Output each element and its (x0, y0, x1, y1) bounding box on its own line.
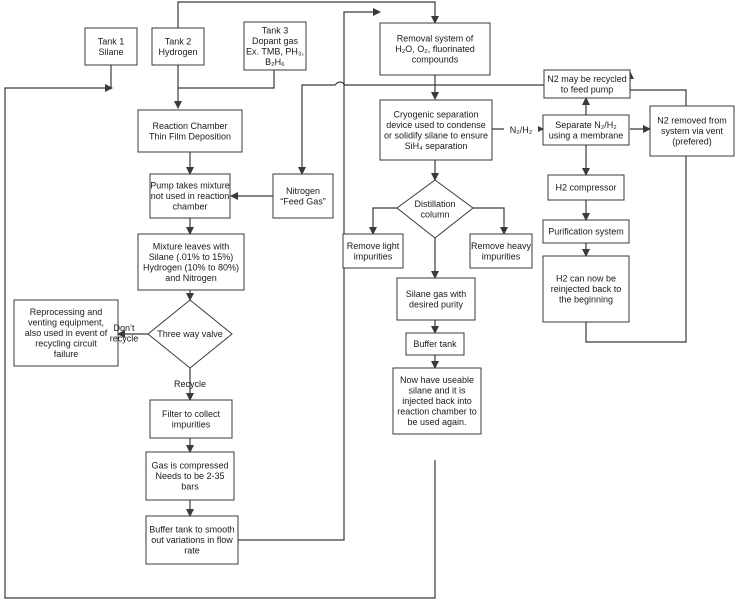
nitrogen-box (272, 173, 334, 219)
heavy-box (469, 233, 533, 269)
purif-text: Purification system (548, 227, 624, 237)
n2h2-text: N₂/H₂ (510, 125, 533, 135)
connector-n2-to-nitrogen (298, 81, 544, 175)
membrane-box (542, 114, 630, 146)
connector-top-to-removal (177, 1, 439, 28)
recycle-text: Recycle (174, 379, 206, 389)
tank3-box (243, 21, 307, 71)
connector-buffer1-removal (232, 8, 381, 541)
tank1-box (84, 27, 138, 66)
nodes (13, 21, 735, 565)
connector-tank3 (178, 70, 275, 89)
useable-box (392, 367, 482, 435)
buffer1-box (145, 515, 239, 565)
connector-return-left (4, 84, 436, 599)
connector-distill-light (369, 207, 397, 235)
h2comp-box (547, 174, 625, 201)
valve-text: Three way valve (157, 329, 223, 339)
light-box (342, 233, 404, 269)
n2recycle-box (543, 69, 631, 99)
reinject-box (542, 255, 630, 323)
distill-diamond (396, 179, 474, 239)
filter-box (149, 399, 233, 439)
h2comp-text: H2 compressor (555, 183, 616, 193)
purif-box (542, 219, 630, 244)
vent-box (649, 105, 735, 157)
buffer2-box (405, 332, 465, 356)
nitrogen-text: Nitrogen“Feed Gas” (280, 186, 326, 207)
reprocess-box (13, 299, 119, 367)
silane-pure-box (396, 277, 476, 321)
mixture-box (137, 233, 245, 291)
reaction-box (137, 109, 243, 153)
pump-box (149, 173, 231, 219)
cryo-box (379, 99, 493, 161)
compress-box (145, 451, 235, 501)
buffer2-text: Buffer tank (413, 339, 457, 349)
n2h2-label-bg (504, 124, 538, 136)
tank2-box (151, 27, 205, 66)
valve-diamond (147, 299, 233, 369)
connector-distill-heavy (473, 207, 508, 235)
removal-box (379, 22, 491, 76)
